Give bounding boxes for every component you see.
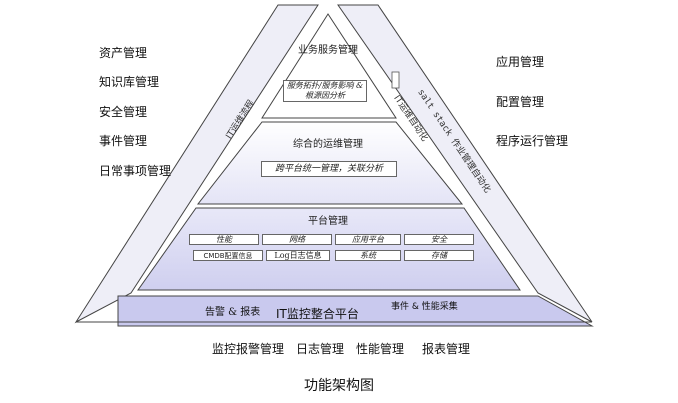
level-1-box: 服务拓扑/服务影响 & 根源因分析 [283,80,367,102]
left-band [74,4,319,324]
base-right-label: 事件 & 性能采集 [391,302,458,312]
right-item-app: 应用管理 [496,55,545,69]
bottom-item-performance: 性能管理 [356,342,405,356]
platform-cell-cmdb: CMDB配置信息 [193,250,263,261]
right-item-config: 配置管理 [496,95,545,109]
left-item-knowledge: 知识库管理 [99,75,160,89]
level-2-box: 跨平台统一管理，关联分析 [261,161,397,177]
right-item-runtime: 程序运行管理 [496,134,569,148]
platform-cell-security: 安全 [404,234,474,245]
platform-cell-system: 系统 [335,250,401,261]
left-item-asset: 资产管理 [99,46,148,60]
platform-cell-app-platform: 应用平台 [335,234,401,245]
left-item-event: 事件管理 [99,134,148,148]
bottom-item-report: 报表管理 [422,342,471,356]
left-item-daily: 日常事项管理 [99,164,172,178]
bottom-item-log: 日志管理 [296,342,345,356]
platform-cell-log: Log日志信息 [266,250,330,261]
platform-cell-storage: 存储 [404,250,474,261]
level-1-title: 业务服务管理 [298,45,358,56]
platform-cell-network: 网络 [262,234,332,245]
left-item-security: 安全管理 [99,105,148,119]
level-2-title: 综合的运维管理 [293,139,363,150]
base-left-label: 告警 & 报表 [205,307,261,318]
bottom-item-monitor: 监控报警管理 [212,342,285,356]
platform-cell-performance: 性能 [189,234,259,245]
base-center-label: IT监控整合平台 [276,307,359,321]
right-band-strip [391,71,400,89]
figure-caption: 功能架构图 [304,378,374,394]
level-3-title: 平台管理 [308,216,348,227]
base-band [117,295,594,327]
level-3-band [137,207,521,291]
